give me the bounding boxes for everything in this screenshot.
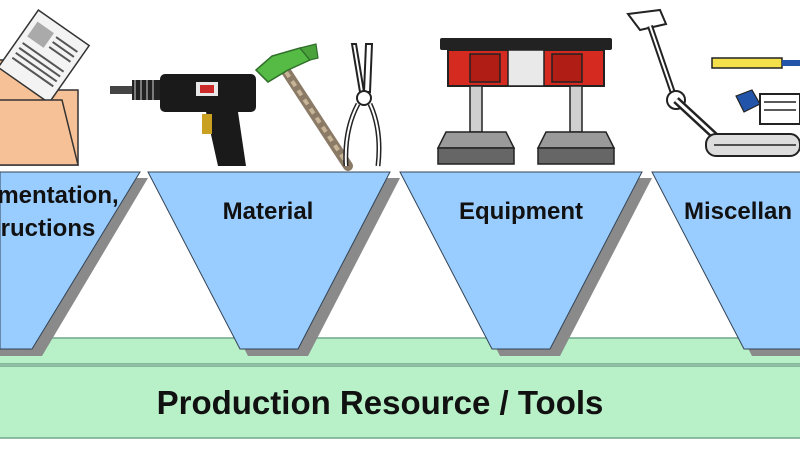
document-folder-icon [0,8,91,166]
funnel-miscellaneous: Miscellan [651,171,800,356]
funnel-body [147,171,391,350]
funnel-equipment: Equipment [399,171,652,356]
base-bar-body [0,365,800,439]
funnel-material: Material [147,171,400,356]
base-bar-label: Production Resource / Tools [157,384,604,421]
base-bar: Production Resource / Tools [0,337,800,439]
funnel-documentation: mentation, ructions [0,171,148,356]
funnel-label-line-1: mentation, [0,182,119,209]
funnel-label: Equipment [459,198,583,225]
funnel-label: Miscellan [684,198,792,225]
funnel-body [0,171,141,350]
funnel-label-line-2: ructions [1,215,96,242]
funnel-body [651,171,800,350]
funnel-body [399,171,643,350]
base-bar-top-band [0,337,800,365]
funnel-label: Material [223,198,314,225]
pliers-icon [343,43,382,167]
robot-arm-icon [626,8,800,157]
machine-fixture-icon [436,38,616,165]
power-drill-icon [110,74,256,166]
hammer-icon [254,43,353,171]
